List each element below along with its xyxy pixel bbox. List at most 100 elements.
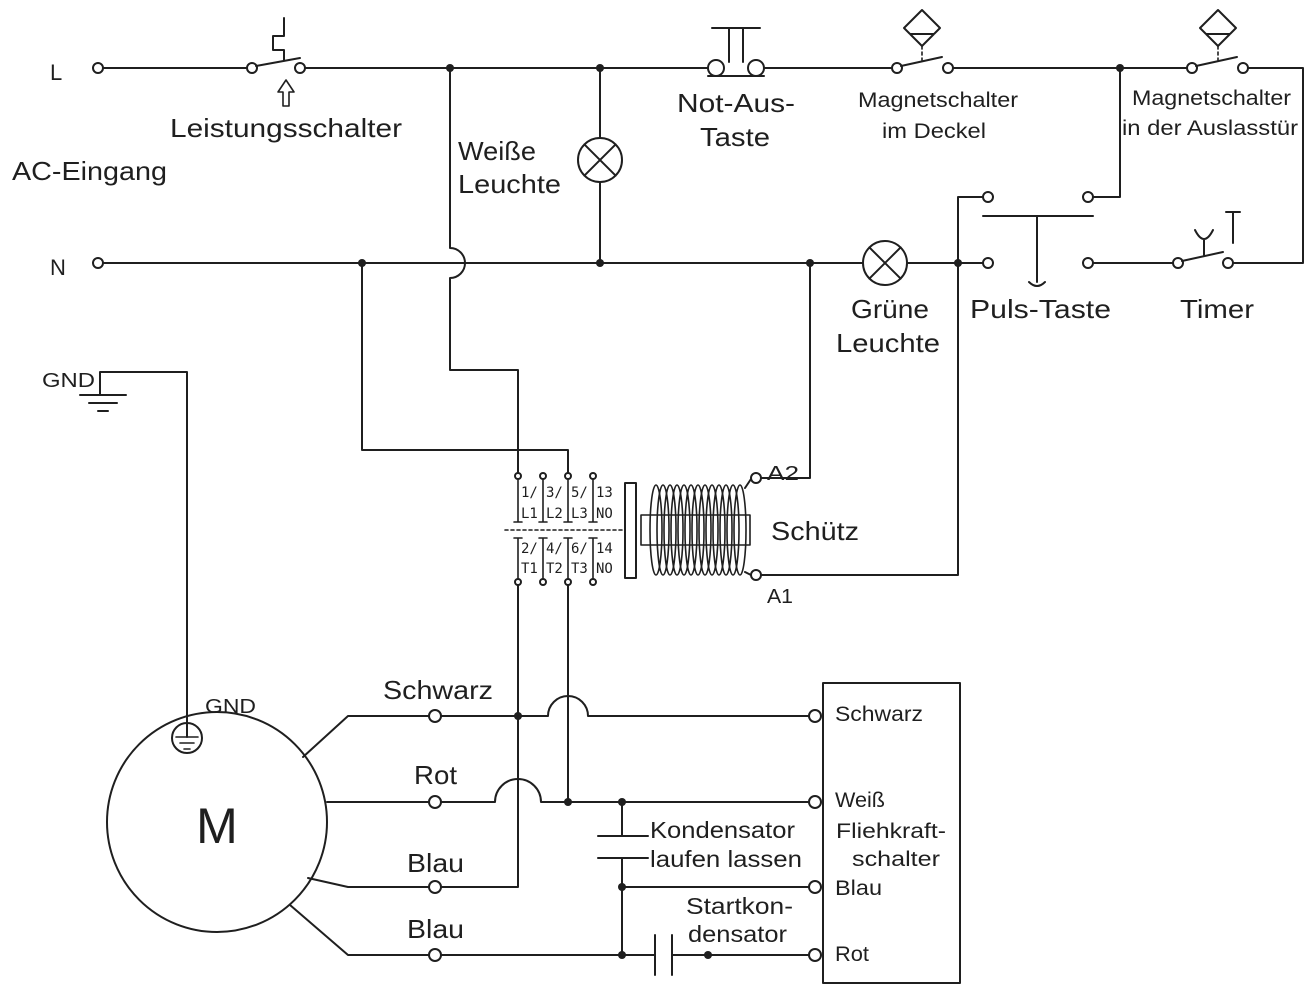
junction-dot <box>954 259 962 267</box>
label-white-lamp-line1: Weiße <box>458 136 536 166</box>
wire-door-switch-to-pulse-button <box>1092 67 1121 198</box>
lid-switch-blade <box>900 56 943 67</box>
junction-dot <box>618 951 626 959</box>
label-lead-blue-2: Blau <box>407 914 464 944</box>
magnet-diamond-icon <box>903 9 941 47</box>
motor-lead-terminal <box>428 948 442 962</box>
junction-dot <box>596 64 604 72</box>
lamp-icon <box>577 137 623 183</box>
motor-body <box>106 711 328 933</box>
breaker-contact-left <box>246 62 258 74</box>
door-switch-blade <box>1195 56 1238 67</box>
label-green-lamp-line1: Grüne <box>851 294 929 324</box>
terminal-name: T2 <box>546 561 563 577</box>
contactor: 1/ L1 3/ L2 5/ L3 13 NO 2/ T1 4/ T2 6/ T… <box>504 463 859 608</box>
lid-switch-contact-right <box>942 62 954 74</box>
switch-terminal-white <box>808 795 822 809</box>
capacitor-icon <box>597 835 649 859</box>
label-emergency-stop-line1: Not-Aus- <box>677 88 795 118</box>
switch-terminal-black <box>808 709 822 723</box>
label-ac-input: AC-Eingang <box>12 156 167 186</box>
label-pulse-button: Puls-Taste <box>970 294 1111 324</box>
contactor-armature <box>624 482 637 579</box>
pulse-contact-top-left <box>982 191 994 203</box>
label-motor-ground: GND <box>205 696 256 718</box>
contactor-poles <box>504 472 626 586</box>
label-switch-red: Rot <box>835 943 869 966</box>
wire-blue-lead-1 <box>307 877 430 888</box>
white-lamp: Weiße Leuchte <box>458 136 623 199</box>
label-switch-blue: Blau <box>835 877 882 900</box>
ground: GND <box>42 370 127 412</box>
coil-winding <box>719 484 733 576</box>
label-contactor: Schütz <box>771 516 859 546</box>
label-switch-white: Weiß <box>835 789 885 812</box>
wire-black-lead <box>302 695 810 758</box>
coil-winding <box>677 484 691 576</box>
motor-lead-terminal <box>428 795 442 809</box>
contactor-contact-lines <box>513 478 598 580</box>
emergency-stop-button: Not-Aus- Taste <box>677 27 795 152</box>
wire-contactor-t1 <box>440 584 519 888</box>
junction-dot <box>806 259 814 267</box>
junction-dot <box>596 259 604 267</box>
junctions <box>358 64 1124 959</box>
label-emergency-stop-line2: Taste <box>700 122 770 152</box>
label-white-lamp-line2: Leuchte <box>458 169 561 199</box>
contactor-load-terminal-labels: 2/ T1 4/ T2 6/ T3 14 NO <box>521 541 613 577</box>
door-switch-contact-left <box>1186 62 1198 74</box>
motor-lead-terminal <box>428 709 442 723</box>
breaker-latch-icon <box>272 17 285 61</box>
circuit-breaker: Leistungsschalter <box>170 17 402 143</box>
timer-contact-right <box>1222 257 1234 269</box>
capacitor-icon <box>654 934 673 976</box>
terminal-number: 1/ <box>521 485 538 501</box>
terminal-name: L3 <box>571 506 588 522</box>
wire-pulse-button-to-coil-a1 <box>760 196 984 576</box>
motor: M GND Schwarz Rot Blau Blau <box>106 675 493 962</box>
contactor-terminal <box>539 472 547 480</box>
label-start-capacitor-line2: densator <box>688 921 787 947</box>
terminal-name: NO <box>596 561 613 577</box>
contactor-terminal <box>539 578 547 586</box>
contactor-line-terminal-labels: 1/ L1 3/ L2 5/ L3 13 NO <box>521 485 613 522</box>
junction-dot <box>446 64 454 72</box>
wire-ground <box>99 371 188 738</box>
ac-input: L N AC-Eingang <box>12 60 167 280</box>
junction-dot <box>618 883 626 891</box>
label-lead-red: Rot <box>414 760 458 790</box>
time-delay-icon <box>1194 229 1214 256</box>
junction-dot <box>1116 64 1124 72</box>
centrifugal-switch: Schwarz Weiß Fliehkraft- schalter Blau R… <box>808 682 961 984</box>
coil-winding <box>698 484 712 576</box>
breaker-contact-right <box>294 62 306 74</box>
coil-terminal-a2 <box>750 472 762 484</box>
timer-blade <box>1181 251 1224 262</box>
switch-terminal-red <box>808 948 822 962</box>
contactor-terminal <box>514 472 522 480</box>
coil-winding <box>705 484 719 576</box>
label-ground: GND <box>42 370 95 392</box>
breaker-blade <box>255 57 301 67</box>
coil-leads <box>744 478 752 576</box>
lamp-icon <box>862 240 908 286</box>
estop-contact-left <box>707 59 725 77</box>
pulse-contact-bottom-right <box>1082 257 1094 269</box>
timer-t-icon <box>1225 211 1241 244</box>
label-coil-a1: A1 <box>767 586 793 608</box>
label-timer: Timer <box>1180 294 1254 324</box>
coil-winding <box>712 484 726 576</box>
lamp-cross <box>583 143 617 177</box>
wire-l-line <box>102 67 1304 264</box>
terminal-number: 3/ <box>546 485 563 501</box>
label-lead-black: Schwarz <box>383 675 493 705</box>
pushbutton-icon <box>1028 215 1046 287</box>
terminal-number: 14 <box>596 541 613 557</box>
label-run-capacitor-line1: Kondensator <box>650 817 795 843</box>
wire-l-to-contactor-l1 <box>449 67 519 474</box>
terminal-number: 2/ <box>521 541 538 557</box>
label-door-switch-line2: in der Auslasstür <box>1122 117 1298 140</box>
magnet-diamond-icon <box>1199 9 1237 47</box>
label-lid-switch-line2: im Deckel <box>882 120 986 143</box>
